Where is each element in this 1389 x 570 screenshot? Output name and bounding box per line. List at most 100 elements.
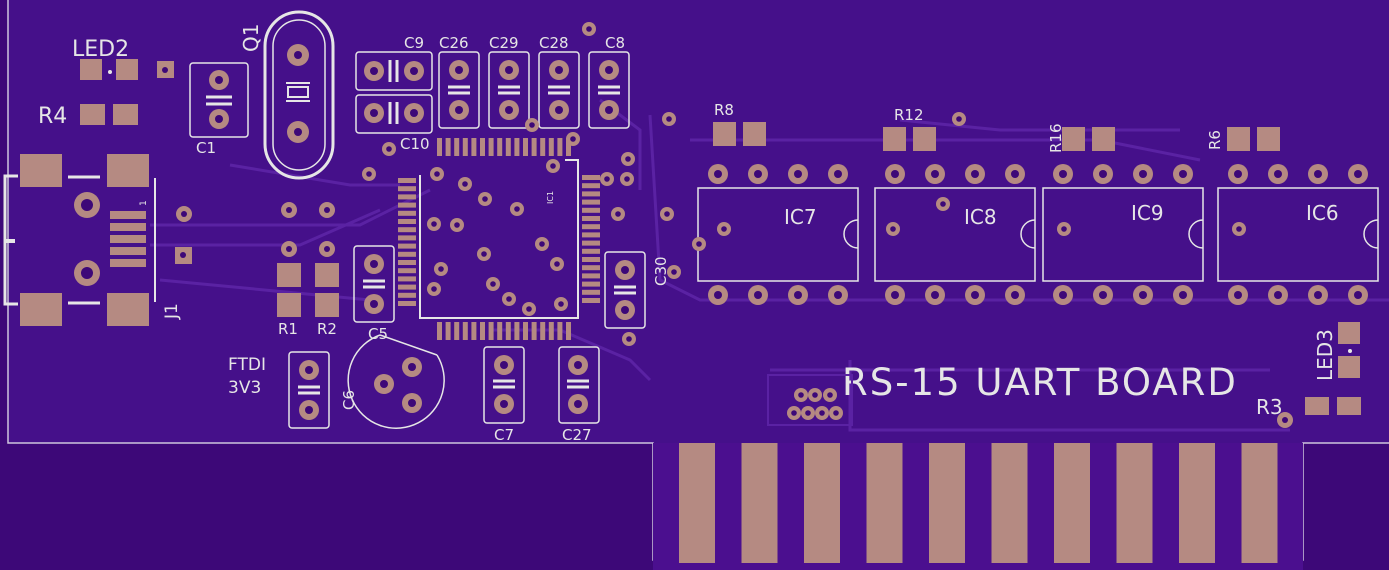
via-hole	[834, 291, 842, 299]
dip-outline	[1217, 187, 1379, 282]
ic1-pin	[398, 251, 416, 257]
c30-label: C30	[652, 256, 670, 286]
ftdi-label: FTDI	[228, 355, 266, 375]
led3-pad-1	[1338, 322, 1360, 344]
via-hole	[696, 241, 702, 247]
c7-label: C7	[494, 426, 514, 444]
r4-pad-1	[80, 104, 105, 125]
regulator	[347, 334, 445, 429]
ic1-tqfp	[398, 138, 600, 340]
ic1-pin	[398, 210, 416, 216]
via-hole	[956, 116, 962, 122]
via-hole	[490, 281, 496, 287]
via-hole	[386, 146, 392, 152]
ic1-pin	[582, 248, 600, 254]
via-hole	[1061, 226, 1067, 232]
via-hole	[482, 196, 488, 202]
ic1-pin	[582, 289, 600, 295]
dip-outline	[697, 187, 859, 282]
q1-label: Q1	[239, 24, 263, 52]
cap-c6	[288, 351, 330, 429]
ic1-pin	[582, 273, 600, 279]
via-hole	[434, 171, 440, 177]
via-hole	[794, 170, 802, 178]
r3-pad-2	[1337, 397, 1361, 415]
ic1-pin	[582, 265, 600, 271]
c29-label: C29	[489, 34, 519, 52]
via-hole	[529, 122, 535, 128]
ic1-pin	[462, 322, 468, 340]
v33-label: 3V3	[228, 378, 261, 398]
r6-label: R6	[1206, 130, 1224, 150]
edge-finger	[804, 443, 840, 563]
r1-pad-2	[277, 293, 301, 317]
via-hole	[931, 170, 939, 178]
via-hole	[1179, 291, 1187, 299]
via-hole	[1011, 291, 1019, 299]
via-hole	[834, 170, 842, 178]
ic1-pin	[582, 199, 600, 205]
ic1-pin	[398, 276, 416, 282]
ic1-pin	[480, 138, 485, 156]
via-hole	[794, 291, 802, 299]
ic1-pin	[398, 186, 416, 192]
via-hole	[1011, 170, 1019, 178]
ic7-label: IC7	[784, 205, 817, 229]
via-hole	[1179, 170, 1187, 178]
ic1-pin	[548, 138, 554, 156]
via-hole	[586, 26, 592, 32]
r1-r2-vias	[281, 202, 335, 257]
edge-finger	[1179, 443, 1215, 563]
ic6-label: IC6	[1306, 201, 1339, 225]
c5-label: C5	[368, 325, 388, 343]
via-hole	[666, 116, 672, 122]
ic1-pin	[471, 138, 477, 156]
cap-c30	[604, 251, 646, 329]
ic1-pin	[437, 138, 442, 156]
via-hole	[1354, 291, 1362, 299]
r8-label: R8	[714, 101, 734, 119]
via-hole	[714, 170, 722, 178]
c10-label: C10	[400, 135, 430, 153]
r12-label: R12	[894, 106, 924, 124]
ic1-pin	[437, 322, 442, 340]
misc-vias	[362, 22, 966, 346]
q1-outline	[263, 10, 335, 180]
header-outline	[767, 374, 853, 426]
via-hole	[481, 251, 487, 257]
r2-pad-2	[315, 293, 339, 317]
edge-finger	[679, 443, 715, 563]
ic1-pin	[488, 138, 494, 156]
cap-c27	[558, 346, 600, 424]
q1-pads	[286, 44, 310, 143]
c1-label: C1	[196, 139, 216, 157]
ic1-pin	[540, 138, 546, 156]
edge-finger	[1116, 443, 1153, 563]
led3-label: LED3	[1313, 329, 1337, 381]
via-hole	[971, 291, 979, 299]
via-hole	[891, 170, 899, 178]
via-hole	[1274, 170, 1282, 178]
ic1-pin	[582, 175, 600, 180]
c27-label: C27	[562, 426, 592, 444]
via-hole	[1354, 170, 1362, 178]
via	[1277, 412, 1293, 428]
ic1-pin	[582, 232, 600, 238]
c8-label: C8	[605, 34, 625, 52]
ic1-label: IC1	[546, 191, 555, 204]
traces	[150, 98, 1389, 432]
edge-finger	[1054, 443, 1090, 563]
via-hole	[971, 170, 979, 178]
ic8-label: IC8	[964, 205, 997, 229]
ic1-pin	[557, 322, 563, 340]
via-hole	[1139, 170, 1147, 178]
via-hole	[890, 226, 896, 232]
r12-pad-2	[913, 127, 936, 151]
edge-finger	[741, 443, 778, 563]
ic1-pin	[462, 138, 468, 156]
via-hole	[805, 410, 811, 416]
ic1-pin	[497, 322, 503, 340]
via-hole	[431, 221, 437, 227]
c1-pads	[206, 70, 232, 129]
